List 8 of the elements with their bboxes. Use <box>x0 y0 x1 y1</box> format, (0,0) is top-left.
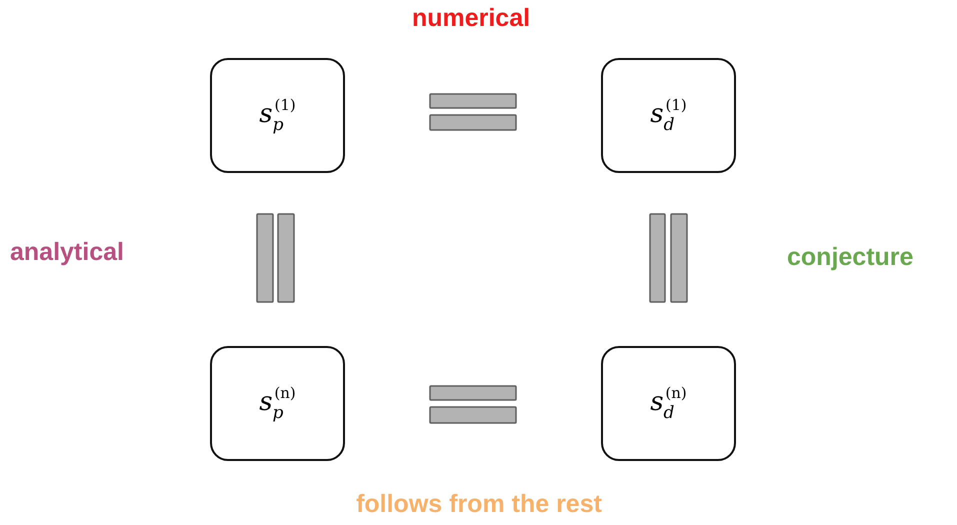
math-box <box>601 346 736 461</box>
relation-label: follows from the rest <box>356 490 602 519</box>
math-box <box>601 58 736 173</box>
math-box <box>210 58 345 173</box>
relation-label: conjecture <box>787 243 914 272</box>
relation-label: numerical <box>412 4 530 33</box>
relation-label: analytical <box>10 238 124 267</box>
math-box <box>210 346 345 461</box>
